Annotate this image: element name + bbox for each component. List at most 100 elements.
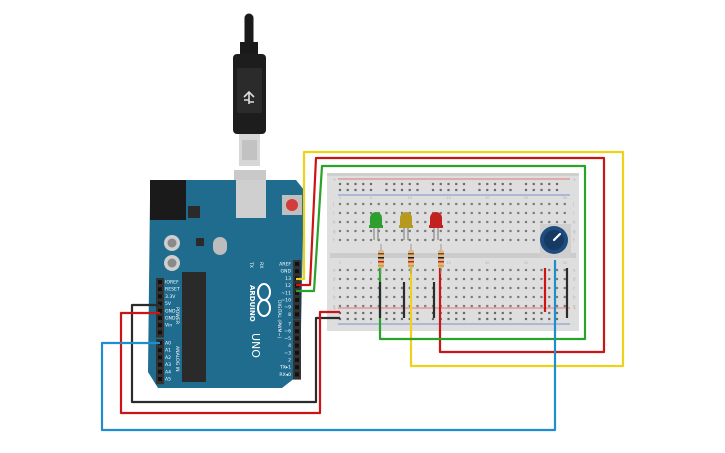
breadboard-hole[interactable] [338, 268, 342, 272]
breadboard-hole[interactable] [517, 295, 520, 299]
breadboard-hole[interactable] [478, 220, 481, 224]
breadboard-hole[interactable] [416, 220, 419, 224]
rail-hole[interactable] [478, 188, 481, 192]
breadboard-hole[interactable] [462, 295, 466, 299]
rail-hole[interactable] [408, 182, 411, 186]
rail-hole[interactable] [369, 317, 373, 321]
breadboard-hole[interactable] [524, 268, 528, 272]
header-pin[interactable] [295, 269, 299, 274]
rail-hole[interactable] [393, 317, 396, 321]
breadboard-hole[interactable] [486, 229, 489, 233]
breadboard-hole[interactable] [354, 211, 357, 215]
rail-hole[interactable] [548, 311, 551, 315]
breadboard-hole[interactable] [369, 304, 373, 308]
breadboard-hole[interactable] [455, 295, 458, 299]
breadboard-hole[interactable] [431, 229, 435, 233]
breadboard-hole[interactable] [346, 277, 349, 281]
breadboard-hole[interactable] [393, 202, 396, 206]
breadboard-hole[interactable] [338, 211, 342, 215]
breadboard-hole[interactable] [369, 286, 373, 290]
header-pin[interactable] [158, 316, 162, 320]
rail-hole[interactable] [362, 317, 365, 321]
header-pin[interactable] [295, 305, 299, 310]
breadboard-hole[interactable] [478, 286, 481, 290]
breadboard-hole[interactable] [524, 220, 528, 224]
breadboard-hole[interactable] [439, 202, 442, 206]
header-pin[interactable] [295, 336, 299, 341]
rail-hole[interactable] [416, 317, 419, 321]
header-pin[interactable] [158, 308, 162, 313]
breadboard-hole[interactable] [462, 277, 466, 281]
breadboard-hole[interactable] [408, 286, 411, 290]
breadboard-hole[interactable] [478, 295, 481, 299]
breadboard-hole[interactable] [517, 286, 520, 290]
header-pin[interactable] [158, 287, 162, 292]
rail-hole[interactable] [478, 317, 481, 321]
breadboard-hole[interactable] [385, 304, 388, 308]
breadboard-hole[interactable] [540, 304, 543, 308]
rail-hole[interactable] [408, 188, 411, 192]
breadboard-hole[interactable] [447, 286, 450, 290]
breadboard-hole[interactable] [431, 238, 435, 242]
breadboard-hole[interactable] [385, 277, 388, 281]
breadboard-hole[interactable] [501, 277, 504, 281]
breadboard-hole[interactable] [385, 295, 388, 299]
breadboard-hole[interactable] [455, 277, 458, 281]
rail-hole[interactable] [447, 182, 450, 186]
header-pin[interactable] [295, 312, 299, 317]
breadboard-hole[interactable] [555, 211, 559, 215]
breadboard-hole[interactable] [470, 238, 473, 242]
led[interactable] [369, 212, 383, 240]
breadboard-hole[interactable] [555, 202, 559, 206]
breadboard-hole[interactable] [362, 211, 365, 215]
rail-hole[interactable] [462, 311, 466, 315]
resistor[interactable] [438, 244, 444, 274]
resistor[interactable] [408, 244, 414, 274]
breadboard-hole[interactable] [478, 304, 481, 308]
breadboard-hole[interactable] [509, 295, 512, 299]
breadboard-hole[interactable] [354, 238, 357, 242]
header-pin[interactable] [158, 280, 162, 284]
rail-hole[interactable] [540, 317, 543, 321]
breadboard-hole[interactable] [493, 220, 497, 224]
breadboard-hole[interactable] [393, 238, 396, 242]
breadboard-hole[interactable] [532, 268, 535, 272]
header-pin[interactable] [158, 355, 162, 360]
breadboard-hole[interactable] [478, 202, 481, 206]
breadboard-hole[interactable] [509, 268, 512, 272]
breadboard-hole[interactable] [532, 211, 535, 215]
breadboard-hole[interactable] [447, 211, 450, 215]
rail-hole[interactable] [346, 182, 349, 186]
breadboard-hole[interactable] [532, 286, 535, 290]
breadboard-hole[interactable] [400, 304, 404, 308]
breadboard-hole[interactable] [369, 277, 373, 281]
rail-hole[interactable] [346, 311, 349, 315]
header-pin[interactable] [295, 350, 299, 355]
breadboard-hole[interactable] [548, 304, 551, 308]
breadboard-hole[interactable] [524, 295, 528, 299]
rail-hole[interactable] [493, 311, 497, 315]
header-pin[interactable] [158, 301, 162, 306]
breadboard-hole[interactable] [354, 229, 357, 233]
breadboard-hole[interactable] [377, 304, 380, 308]
breadboard-hole[interactable] [517, 229, 520, 233]
breadboard-hole[interactable] [400, 229, 404, 233]
breadboard-hole[interactable] [563, 202, 566, 206]
breadboard-hole[interactable] [338, 238, 342, 242]
breadboard-hole[interactable] [470, 286, 473, 290]
header-pin[interactable] [158, 323, 162, 328]
breadboard-hole[interactable] [354, 295, 357, 299]
header-pin[interactable] [295, 372, 299, 377]
rail-hole[interactable] [524, 182, 528, 186]
breadboard-hole[interactable] [501, 304, 504, 308]
breadboard-hole[interactable] [354, 268, 357, 272]
breadboard-hole[interactable] [416, 211, 419, 215]
breadboard-hole[interactable] [447, 295, 450, 299]
breadboard-hole[interactable] [369, 211, 373, 215]
rail-hole[interactable] [478, 311, 481, 315]
breadboard-hole[interactable] [431, 202, 435, 206]
breadboard-hole[interactable] [424, 238, 427, 242]
rail-hole[interactable] [338, 188, 342, 192]
breadboard-hole[interactable] [509, 238, 512, 242]
rail-hole[interactable] [532, 182, 535, 186]
